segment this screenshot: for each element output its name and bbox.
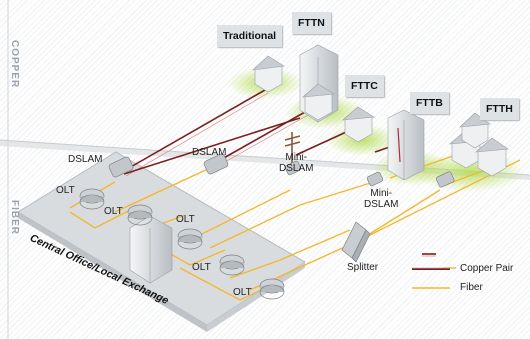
fttc-tag: FTTC	[345, 75, 384, 97]
olt-label-5: OLT	[233, 287, 252, 298]
copper-lines	[121, 89, 436, 257]
fiber-section-label: FIBER	[9, 200, 20, 235]
olt-units	[79, 188, 285, 300]
copper-section-label: COPPER	[9, 40, 20, 89]
olt-label-2: OLT	[104, 206, 123, 217]
splitter-device	[341, 221, 371, 263]
dslam-label-1: DSLAM	[68, 154, 103, 165]
legend-copper-pair: Copper Pair	[460, 263, 514, 274]
mini-dslam-line-2: DSLAM	[364, 199, 399, 210]
mini-dslam-label-2: Mini- DSLAM	[364, 188, 398, 210]
mini-dslam-line-1: Mini-	[285, 152, 308, 163]
splitter-label: Splitter	[347, 262, 379, 273]
central-office-building	[129, 215, 173, 284]
olt-label-4: OLT	[192, 262, 211, 273]
legend-fiber: Fiber	[460, 282, 483, 293]
fttb-tag: FTTB	[410, 92, 449, 114]
olt-label-3: OLT	[176, 214, 195, 225]
traditional-tag: Traditional	[217, 25, 283, 47]
fttn-tag: FTTN	[292, 12, 331, 34]
houses	[252, 55, 509, 177]
mini-dslam-line-1: Mini-	[370, 188, 393, 199]
fttb-building	[387, 109, 425, 181]
mini-dslam-label-1: Mini- DSLAM	[279, 152, 313, 174]
dslam-units	[108, 153, 455, 188]
ftth-tag: FTTH	[480, 98, 519, 120]
olt-label-1: OLT	[56, 185, 75, 196]
dslam-label-2: DSLAM	[192, 147, 227, 158]
legend-swatches	[412, 267, 450, 289]
mini-dslam-line-2: DSLAM	[279, 163, 314, 174]
